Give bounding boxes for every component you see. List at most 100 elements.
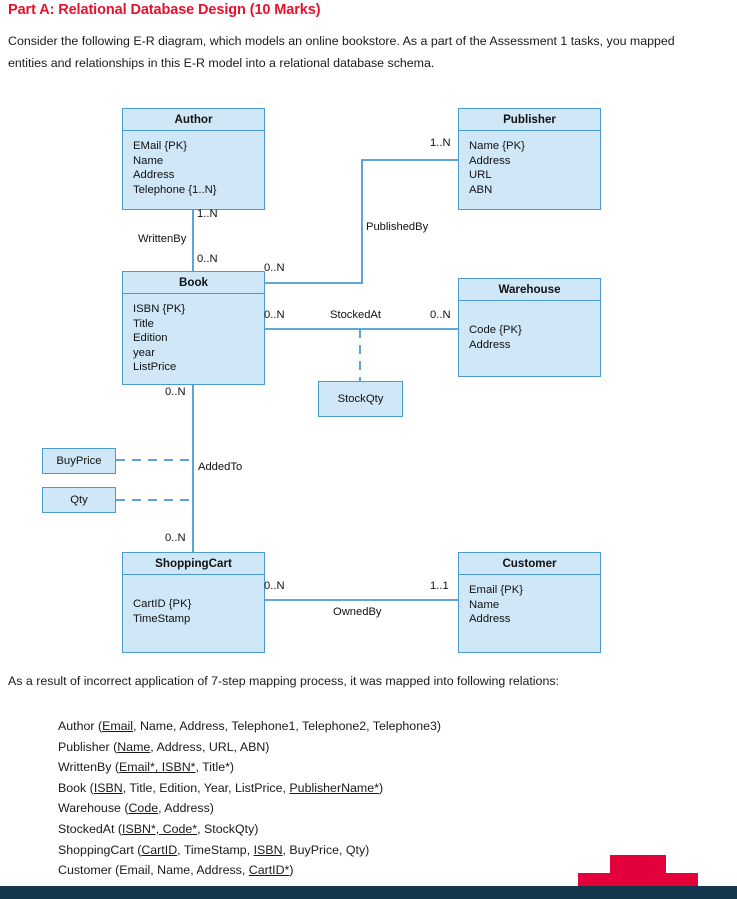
attribute-box-buyprice[interactable]: BuyPrice — [42, 448, 116, 474]
relation-name: WrittenBy ( — [58, 760, 120, 775]
relation-line: ShoppingCart (CartID, TimeStamp, ISBN, B… — [58, 840, 441, 861]
entity-author[interactable]: Author EMail {PK} Name Address Telephone… — [122, 108, 265, 210]
attribute: year — [133, 346, 155, 359]
relation-attribute: ) — [378, 780, 384, 795]
relation-key-attribute: PublisherName* — [289, 780, 379, 795]
cardinality-book-to-cart: 0..N — [165, 386, 186, 398]
relation-attribute: , StockQty) — [197, 821, 259, 836]
entity-book-attributes: ISBN {PK} Title Edition year ListPrice — [123, 294, 264, 375]
cardinality-publisher-to-book: 1..N — [430, 137, 451, 149]
cardinality-customer-to-cart: 1..1 — [430, 580, 449, 592]
cardinality-book-to-publisher: 0..N — [264, 262, 285, 274]
entity-publisher-title: Publisher — [459, 109, 600, 131]
relation-attribute: , TimeStamp, — [177, 842, 254, 857]
cardinality-book-to-author: 0..N — [197, 253, 218, 265]
relation-line: WrittenBy (Email*, ISBN*, Title*) — [58, 757, 441, 778]
relation-key-attribute: Email — [102, 719, 134, 733]
er-diagram: Author EMail {PK} Name Address Telephone… — [0, 95, 737, 670]
entity-warehouse[interactable]: Warehouse Code {PK} Address — [458, 278, 601, 377]
attribute-box-label: StockQty — [337, 393, 384, 405]
relation-key-attribute: ISBN — [253, 842, 283, 857]
relation-key-attribute: Name — [117, 739, 151, 754]
relation-attribute: , Address) — [158, 801, 214, 816]
entity-author-title: Author — [123, 109, 264, 131]
entity-shoppingcart[interactable]: ShoppingCart CartID {PK} TimeStamp — [122, 552, 265, 653]
attribute: Address — [133, 169, 175, 182]
relationship-label-ownedby: OwnedBy — [333, 606, 382, 618]
attribute-box-label: BuyPrice — [56, 455, 102, 467]
intro-paragraph: Consider the following E-R diagram, whic… — [8, 34, 675, 70]
relation-name: Publisher ( — [58, 739, 118, 754]
relation-name: ShoppingCart ( — [58, 842, 142, 857]
relationship-label-stockedat: StockedAt — [330, 309, 381, 321]
relation-line: Publisher (Name, Address, URL, ABN) — [58, 737, 441, 758]
cardinality-author-to-book: 1..N — [197, 208, 218, 220]
entity-book[interactable]: Book ISBN {PK} Title Edition year ListPr… — [122, 271, 265, 385]
attribute-box-label: Qty — [70, 494, 88, 506]
entity-publisher-attributes: Name {PK} Address URL ABN — [459, 131, 600, 197]
attribute: ISBN {PK} — [133, 303, 186, 315]
relation-line: Author (Email, Name, Address, Telephone1… — [58, 716, 441, 737]
relation-key-attribute: Email*, ISBN* — [119, 760, 196, 775]
relation-line: Customer (Email, Name, Address, CartID*) — [58, 860, 441, 881]
relation-attribute: , Name, Address, Telephone1, Telephone2,… — [133, 719, 441, 733]
relation-attribute: ) — [289, 863, 294, 878]
relation-attribute: , Title*) — [195, 760, 235, 775]
entity-warehouse-attributes: Code {PK} Address — [459, 301, 600, 352]
attribute: Address — [469, 338, 511, 351]
relation-name: Book ( — [58, 780, 94, 795]
relationship-label-writtenby: WrittenBy — [138, 233, 187, 245]
entity-customer[interactable]: Customer Email {PK} Name Address — [458, 552, 601, 653]
attribute: EMail {PK} — [133, 140, 188, 152]
relation-key-attribute: CartID — [141, 842, 178, 857]
footer-navy-bar — [0, 886, 737, 899]
attribute: Code {PK} — [469, 324, 522, 336]
attribute-box-qty[interactable]: Qty — [42, 487, 116, 513]
entity-customer-attributes: Email {PK} Name Address — [459, 575, 600, 627]
attribute: Address — [469, 154, 511, 167]
cardinality-cart-to-customer: 0..N — [264, 580, 285, 592]
entity-shoppingcart-title: ShoppingCart — [123, 553, 264, 575]
relationship-label-publishedby: PublishedBy — [366, 221, 429, 233]
result-paragraph: As a result of incorrect application of … — [8, 674, 559, 688]
footer-logo-stem — [610, 855, 666, 873]
attribute: Name {PK} — [469, 140, 525, 152]
relation-key-attribute: Code — [128, 801, 159, 816]
page-title: Part A: Relational Database Design (10 M… — [8, 2, 321, 18]
relation-line: StockedAt (ISBN*, Code*, StockQty) — [58, 819, 441, 840]
relationship-label-addedto: AddedTo — [198, 461, 243, 473]
relation-name: Author ( — [58, 719, 103, 733]
entity-author-attributes: EMail {PK} Name Address Telephone {1..N} — [123, 131, 264, 197]
entity-book-title: Book — [123, 272, 264, 294]
relation-key-attribute: ISBN*, Code* — [122, 821, 198, 836]
diagram-connectors — [116, 159, 458, 601]
cardinality-book-to-warehouse: 0..N — [264, 309, 285, 321]
relation-line: Book (ISBN, Title, Edition, Year, ListPr… — [58, 778, 441, 799]
relation-attribute: , Title, Edition, Year, ListPrice, — [122, 780, 290, 795]
attribute-box-stockqty[interactable]: StockQty — [318, 381, 403, 417]
attribute: Address — [469, 613, 511, 626]
footer-logo-base — [578, 873, 698, 886]
relation-attribute: , Address, URL, ABN) — [150, 739, 270, 754]
entity-shoppingcart-attributes: CartID {PK} TimeStamp — [123, 575, 264, 626]
relation-attribute: Email, Name, Address, — [119, 863, 249, 878]
entity-warehouse-title: Warehouse — [459, 279, 600, 301]
relation-attribute: , BuyPrice, Qty) — [282, 842, 370, 857]
attribute: TimeStamp — [133, 612, 191, 625]
relation-line: Warehouse (Code, Address) — [58, 798, 441, 819]
attribute: CartID {PK} — [133, 598, 192, 610]
entity-publisher[interactable]: Publisher Name {PK} Address URL ABN — [458, 108, 601, 210]
attribute: ABN — [469, 183, 493, 196]
relation-key-attribute: ISBN — [93, 780, 123, 795]
relation-name: Warehouse ( — [58, 801, 129, 816]
cardinality-cart-to-book: 0..N — [165, 532, 186, 544]
relation-name: Customer ( — [58, 863, 120, 878]
relation-name: StockedAt ( — [58, 821, 123, 836]
attribute: Email {PK} — [469, 584, 524, 596]
attribute: Name — [469, 598, 500, 611]
attribute: Edition — [133, 332, 168, 345]
attribute: URL — [469, 169, 492, 182]
relation-key-attribute: CartID* — [248, 863, 290, 878]
attribute: Name — [133, 154, 164, 167]
